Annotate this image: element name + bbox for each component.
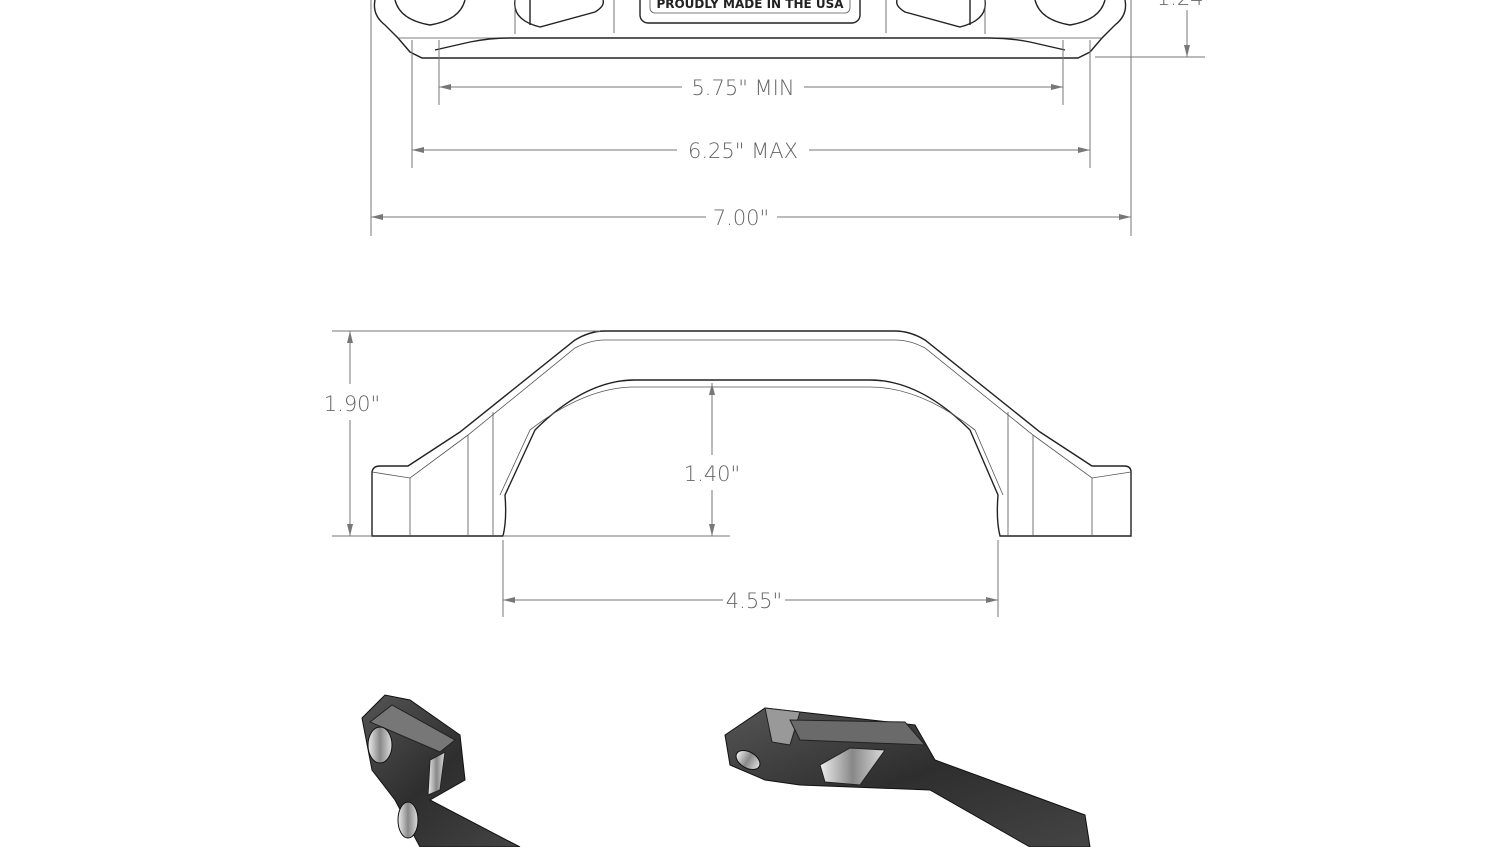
dim-height-partial: 1.24" bbox=[1157, 0, 1213, 10]
top-view-dimensions: 5.75" MIN 6.25" MAX 7.00" 1.24" bbox=[370, 0, 1213, 236]
dim-overall-width: 7.00" bbox=[713, 206, 769, 230]
side-view-dimensions: 1.90" 1.40" 4.55" bbox=[324, 330, 999, 617]
isometric-view-left bbox=[361, 694, 521, 847]
isometric-view-right bbox=[724, 707, 1091, 847]
dim-inner-span: 4.55" bbox=[726, 589, 782, 613]
dim-max-width: 6.25" MAX bbox=[688, 139, 798, 163]
dim-inner-height: 1.40" bbox=[684, 462, 740, 486]
top-view: PROUDLY MADE IN THE USA bbox=[373, 0, 1127, 59]
dim-min-width: 5.75" MIN bbox=[691, 76, 794, 100]
engraving-text: PROUDLY MADE IN THE USA bbox=[656, 0, 844, 11]
dim-overall-height: 1.90" bbox=[324, 392, 380, 416]
side-view bbox=[371, 330, 1132, 537]
